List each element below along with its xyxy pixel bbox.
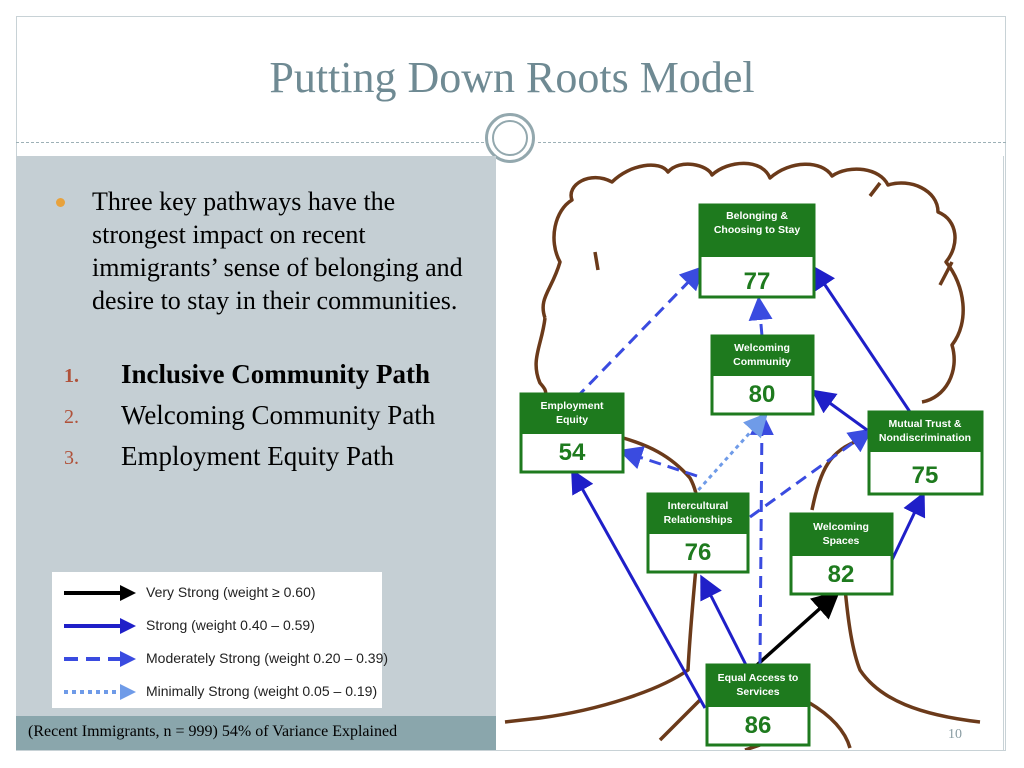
bullet-text: Three key pathways have the strongest im… [92,187,463,315]
legend-row: Strong (weight 0.40 – 0.59) [52,611,382,641]
slide-title: Putting Down Roots Model [269,53,755,102]
arrow-spaces-to-trust [889,491,926,563]
footer-note: (Recent Immigrants, n = 999) 54% of Vari… [28,723,398,740]
arrow-access-to-welcoming-spaces [746,590,841,675]
pathway-number: 3. [64,447,79,469]
node-belonging-label: Belonging &Choosing to Stay [714,210,800,236]
node-mutual-trust-value: 75 [912,462,939,489]
node-welcoming-community-value: 80 [749,381,776,408]
legend-row: Moderately Strong (weight 0.20 – 0.39) [52,644,388,674]
arrow-intercultural-to-welcoming-community [691,412,769,498]
legend-row: Very Strong (weight ≥ 0.60) [52,578,382,608]
pathway-item: 2. Welcoming Community Path [58,399,478,432]
pathway-item: 1. Inclusive Community Path [58,358,478,391]
node-mutual-trust: Mutual Trust &Nondiscrimination 75 [867,410,984,496]
right-border [1003,156,1004,750]
node-welcoming-spaces-value: 82 [828,561,855,588]
arrow-access-to-intercultural [700,574,748,666]
footer-bar: (Recent Immigrants, n = 999) 54% of Vari… [16,716,496,750]
arrows [571,265,926,709]
pathway-number: 2. [64,406,79,428]
legend-label: Very Strong (weight ≥ 0.60) [146,584,316,600]
arrow-access-to-employment [571,468,707,709]
legend-label: Strong (weight 0.40 – 0.59) [146,617,315,633]
title-divider-left [16,142,484,143]
node-belonging-value: 77 [744,268,771,295]
arrow-trust-to-belonging [811,265,912,413]
ornament-inner-ring-icon [492,120,528,156]
legend-label: Moderately Strong (weight 0.20 – 0.39) [146,650,389,666]
strong-arrow-icon [64,618,136,634]
node-mutual-trust-label: Mutual Trust &Nondiscrimination [879,418,971,444]
node-belonging: Belonging &Choosing to Stay 77 [698,203,816,299]
arrow-intercultural-to-employment [618,446,698,478]
bullet-item: Three key pathways have the strongest im… [56,185,478,317]
arrow-trust-to-welcoming-community [811,389,868,432]
bullet-dot-icon [56,198,65,207]
arrow-welcoming-community-to-belonging [748,296,773,337]
page-number: 10 [948,727,962,742]
tree-diagram: Belonging &Choosing to Stay 77 Welcoming… [504,161,984,750]
pathway-label: Welcoming Community Path [121,400,436,430]
title-divider-right [538,142,1006,143]
arrow-legend: Very Strong (weight ≥ 0.60) Strong (weig… [52,572,388,708]
pathway-label: Inclusive Community Path [121,359,431,389]
pathway-item: 3. Employment Equity Path [58,440,478,473]
pathway-list: 1. Inclusive Community Path 2. Welcoming… [58,358,478,481]
pathway-number: 1. [64,365,79,387]
pathway-label: Employment Equity Path [121,441,394,471]
arrow-employment-to-belonging [574,265,705,400]
node-equal-access-value: 86 [745,712,772,739]
node-employment-equity-value: 54 [559,439,586,466]
node-intercultural-value: 76 [685,539,712,566]
arrow-intercultural-to-trust [749,428,873,519]
arrow-access-to-welcoming-community [749,411,774,665]
legend-label: Minimally Strong (weight 0.05 – 0.19) [146,683,378,699]
minimally-strong-arrow-icon [64,684,136,700]
very-strong-arrow-icon [64,585,136,601]
moderately-strong-arrow-icon [64,651,136,667]
legend-row: Minimally Strong (weight 0.05 – 0.19) [52,677,382,707]
